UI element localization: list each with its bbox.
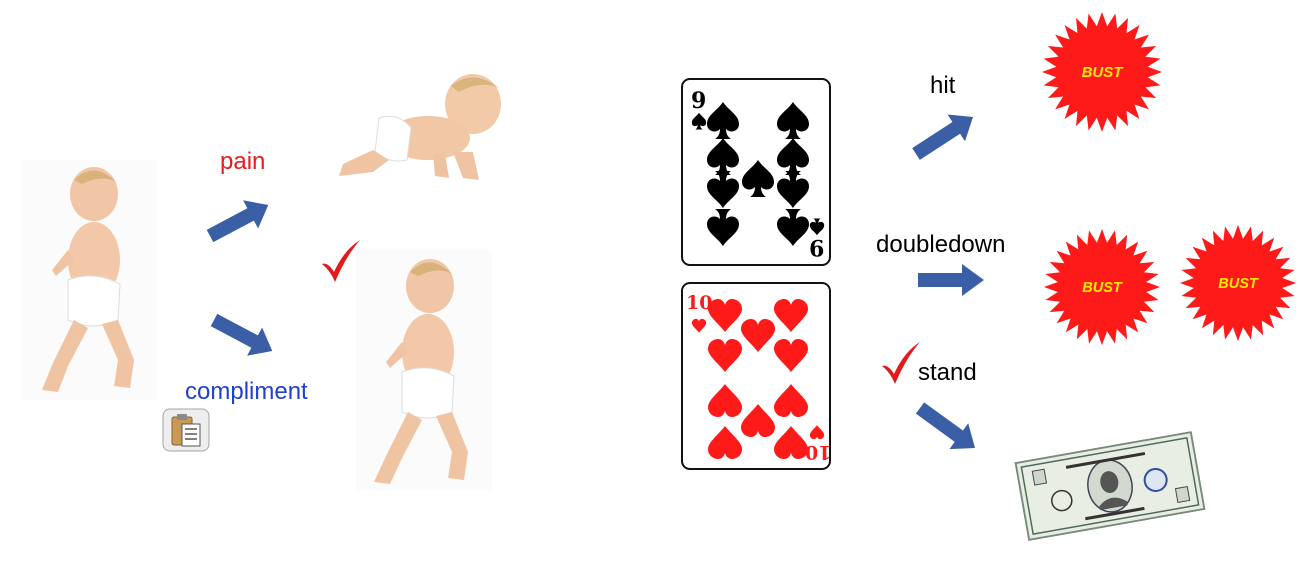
label-compliment: compliment bbox=[185, 378, 308, 405]
baby-crawling-photo bbox=[333, 68, 511, 186]
arrow-pain bbox=[206, 200, 269, 243]
card-ten-of-hearts: 10 10 bbox=[681, 282, 831, 470]
baby-walking-image bbox=[22, 160, 157, 400]
checkmark-icon-left bbox=[322, 240, 360, 282]
bust-starburst-doubledown-2: BUST bbox=[1179, 224, 1297, 342]
bust-label-1: BUST bbox=[1082, 64, 1125, 81]
arrow-hit bbox=[912, 114, 974, 160]
spade-icon bbox=[691, 102, 825, 246]
baby-crawling-image bbox=[339, 74, 501, 180]
bust-starburst-hit: BUST bbox=[1042, 12, 1162, 132]
arrow-stand bbox=[915, 402, 976, 450]
label-hit: hit bbox=[930, 72, 956, 99]
label-doubledown: doubledown bbox=[876, 231, 1006, 258]
bust-label-2: BUST bbox=[1082, 280, 1123, 296]
card-top-rank: 9 bbox=[691, 88, 707, 114]
label-pain: pain bbox=[220, 148, 266, 175]
bust-label-3: BUST bbox=[1218, 276, 1259, 292]
clipboard-icon[interactable] bbox=[162, 408, 210, 452]
card-bottom-rank: 10 bbox=[686, 292, 713, 314]
baby-walking-photo-left bbox=[22, 160, 157, 400]
dollar-bill-image bbox=[1014, 430, 1206, 542]
bust-starburst-doubledown-1: BUST bbox=[1043, 228, 1161, 346]
heart-icon bbox=[691, 299, 825, 459]
label-stand: stand bbox=[918, 359, 977, 386]
arrow-compliment bbox=[210, 313, 273, 356]
baby-walking-photo-right bbox=[356, 250, 492, 490]
baby-walking-image bbox=[356, 250, 492, 490]
arrow-doubledown bbox=[918, 264, 984, 296]
card-nine-of-spades: 9 9 bbox=[681, 78, 831, 266]
checkmark-icon-stand bbox=[882, 342, 920, 384]
